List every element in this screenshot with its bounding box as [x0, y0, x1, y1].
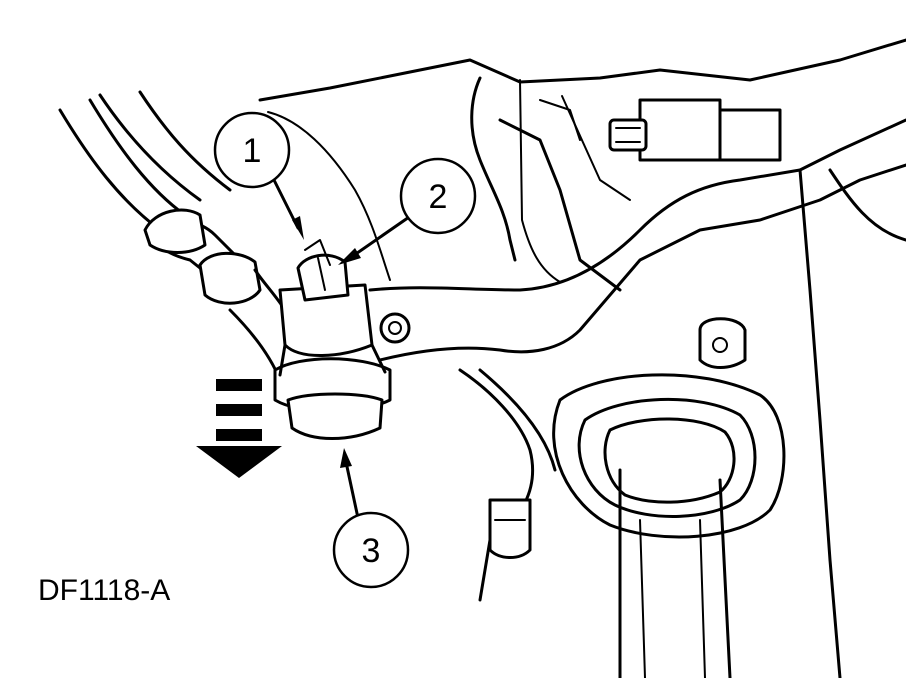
callout-circle-2 [399, 157, 477, 235]
leader-arrowhead-2 [338, 248, 361, 265]
callout-2: 2 [399, 157, 477, 235]
callout-circle-3 [332, 511, 410, 589]
leader-line-2 [348, 213, 414, 260]
lower-bolt [488, 498, 532, 559]
hose-clamp-2 [198, 251, 262, 305]
quick-connect-fitting [143, 208, 392, 440]
bolt-head-top [608, 118, 648, 152]
callout-3: 3 [332, 511, 410, 589]
fluid-hoses [58, 90, 232, 232]
arrow-dash-2 [216, 404, 262, 416]
arrow-head [196, 446, 282, 478]
figure-id-label: DF1118-A [38, 574, 171, 607]
callout-number-1: 1 [243, 132, 262, 170]
output-housing [552, 373, 786, 539]
callout-number-2: 2 [429, 178, 448, 216]
callout-1: 1 [213, 111, 291, 189]
leader-lines [270, 174, 414, 520]
leader-arrowhead-3 [340, 448, 352, 468]
callout-circle-1 [213, 111, 291, 189]
engine-housing [258, 38, 906, 678]
fitting-release-sleeve [286, 392, 384, 440]
leader-line-3 [344, 460, 360, 520]
arrow-dash-3 [216, 429, 262, 441]
hose-clamp-1 [143, 208, 207, 254]
down-arrow-icon [196, 379, 282, 478]
case-boss-right [698, 317, 747, 369]
leader-arrowhead-1 [292, 216, 304, 240]
arrow-dash-1 [216, 379, 262, 391]
case-boss-left [379, 312, 411, 344]
callout-number-3: 3 [362, 532, 381, 570]
